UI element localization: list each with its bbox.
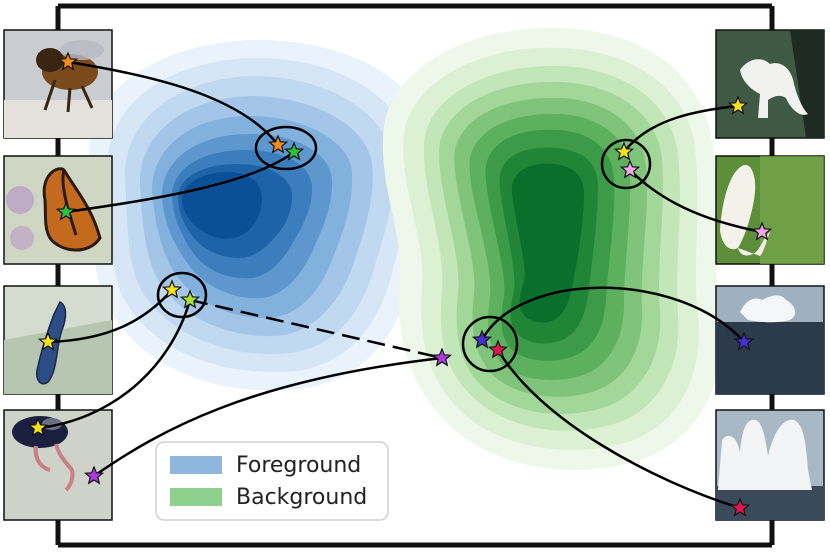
orange-star: [267, 134, 289, 154]
legend-label-background: Background: [236, 485, 367, 510]
cluster-circle-foreground-bottom: [156, 271, 208, 319]
legend-swatch-background: [170, 488, 222, 506]
white-plant-photo: [715, 29, 825, 139]
cluster-circle-background-bottom: [461, 315, 519, 373]
yellow-star: [613, 141, 635, 161]
pink-star: [751, 221, 773, 241]
connector-bird: [47, 289, 173, 344]
legend-label-foreground: Foreground: [236, 453, 361, 478]
purple-star: [83, 465, 105, 485]
legend: Foreground Background: [155, 441, 389, 521]
connector-flower-bud: [629, 169, 763, 234]
bird-photo: [3, 285, 113, 395]
indigo-star: [733, 331, 755, 351]
stars: [27, 51, 773, 517]
lime-star: [179, 289, 201, 309]
indigo-star: [471, 329, 493, 349]
connector-iceberg: [480, 286, 745, 343]
pink-star: [619, 159, 641, 179]
ice-cliffs-photo: [715, 409, 825, 521]
green-star: [283, 141, 305, 161]
bee-photo: [3, 29, 113, 139]
iceberg-photo: [715, 285, 825, 395]
orange-star: [57, 51, 79, 71]
right-thumbnails: [715, 29, 825, 521]
foreground-density: [89, 39, 433, 391]
connector-purple: [93, 356, 443, 478]
connectors: [37, 60, 763, 510]
yellow-star: [727, 95, 749, 115]
yellow-star: [161, 279, 183, 299]
red-star: [487, 339, 509, 359]
green-star: [55, 201, 77, 221]
yellow-star: [37, 331, 59, 351]
cluster-circle-background-top: [600, 138, 652, 190]
background-density: [382, 27, 722, 470]
connector-butterfly: [65, 150, 295, 214]
flower-bud-photo: [715, 155, 825, 265]
connector-bee: [67, 60, 279, 146]
cluster-circles: [156, 125, 652, 373]
cluster-circle-foreground-top: [254, 125, 318, 171]
ostrich-photo: [3, 409, 113, 521]
connector-ostrich: [37, 299, 192, 430]
red-star: [729, 497, 751, 517]
connector-dashed: [189, 298, 443, 360]
yellow-star: [27, 417, 49, 437]
purple-star: [431, 347, 453, 367]
connector-ice-cliffs: [496, 349, 741, 510]
left-thumbnails: [3, 29, 113, 521]
legend-swatch-foreground: [170, 456, 222, 474]
